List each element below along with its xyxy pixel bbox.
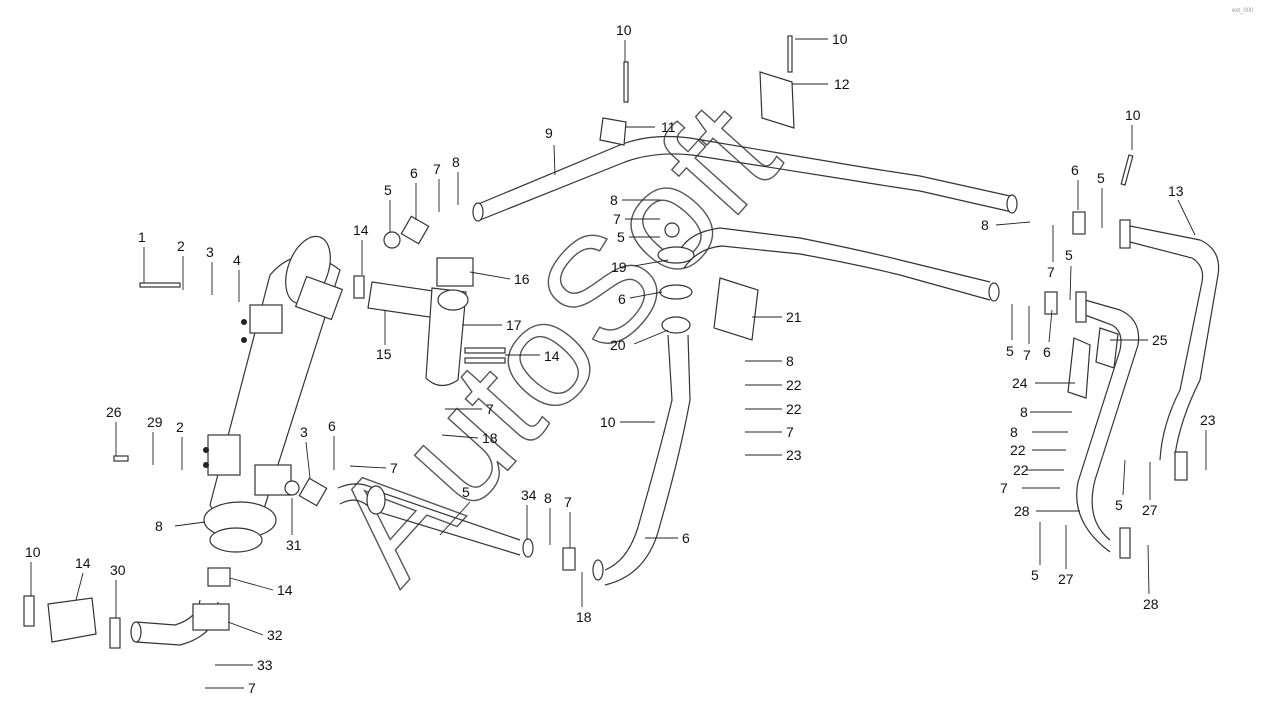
callout-71: 32 bbox=[267, 627, 283, 643]
callout-46: 8 bbox=[1010, 424, 1018, 440]
callout-20: 2 bbox=[177, 238, 185, 254]
callout-52: 27 bbox=[1142, 502, 1158, 518]
callout-18: 14 bbox=[353, 222, 369, 238]
callout-66: 6 bbox=[682, 530, 690, 546]
callout-61: 31 bbox=[286, 537, 302, 553]
callout-29: 14 bbox=[544, 348, 560, 364]
callout-12: 8 bbox=[610, 192, 618, 208]
callout-51: 5 bbox=[1115, 497, 1123, 513]
brackets bbox=[353, 71, 1119, 399]
callout-49: 7 bbox=[1000, 480, 1008, 496]
pipe-13 bbox=[1119, 219, 1220, 481]
callout-43: 8 bbox=[1020, 404, 1028, 420]
callout-53: 28 bbox=[1014, 503, 1030, 519]
callout-63: 34 bbox=[521, 487, 537, 503]
callout-54: 26 bbox=[106, 404, 122, 420]
pipe-15 bbox=[367, 257, 474, 387]
callout-75: 5 bbox=[1031, 567, 1039, 583]
callout-45: 24 bbox=[1012, 375, 1028, 391]
callout-72: 33 bbox=[257, 657, 273, 673]
callout-30: 20 bbox=[610, 337, 626, 353]
callout-57: 3 bbox=[300, 424, 308, 440]
heat-exchanger bbox=[203, 235, 344, 553]
callout-62: 5 bbox=[462, 484, 470, 500]
callout-33: 22 bbox=[786, 377, 802, 393]
callout-28: 15 bbox=[376, 346, 392, 362]
callout-8: 5 bbox=[1097, 170, 1105, 186]
callout-14: 5 bbox=[617, 229, 625, 245]
flanges bbox=[284, 211, 1086, 571]
pipe-middle bbox=[679, 227, 1000, 302]
callout-9: 8 bbox=[981, 217, 989, 233]
callout-73: 7 bbox=[248, 680, 256, 696]
callout-7: 6 bbox=[1071, 162, 1079, 178]
callout-11: 5 bbox=[1065, 247, 1073, 263]
callout-26: 8 bbox=[452, 154, 460, 170]
callout-47: 22 bbox=[1010, 442, 1026, 458]
callouts: 10 10 12 11 9 10 13 6 5 8 7 5 8 7 5 19 6… bbox=[25, 22, 1216, 696]
callout-4: 9 bbox=[545, 125, 553, 141]
callout-31: 21 bbox=[786, 309, 802, 325]
callout-48: 22 bbox=[1013, 462, 1029, 478]
callout-23: 5 bbox=[384, 182, 392, 198]
pipe-9 bbox=[472, 135, 1018, 222]
callout-16: 6 bbox=[618, 291, 626, 307]
callout-60: 8 bbox=[155, 518, 163, 534]
elbow-34 bbox=[337, 483, 534, 558]
callout-13: 7 bbox=[613, 211, 621, 227]
callout-22: 4 bbox=[233, 252, 241, 268]
callout-25: 7 bbox=[433, 161, 441, 177]
callout-6: 13 bbox=[1168, 183, 1184, 199]
callout-67: 10 bbox=[25, 544, 41, 560]
callout-59: 7 bbox=[390, 460, 398, 476]
callout-24: 6 bbox=[410, 165, 418, 181]
callout-10: 7 bbox=[1047, 264, 1055, 280]
callout-37: 7 bbox=[486, 401, 494, 417]
callout-68: 14 bbox=[75, 555, 91, 571]
callout-41: 5 bbox=[1006, 343, 1014, 359]
callout-65: 7 bbox=[564, 494, 572, 510]
callout-21: 3 bbox=[206, 244, 214, 260]
callout-44: 25 bbox=[1152, 332, 1168, 348]
callout-34: 22 bbox=[786, 401, 802, 417]
callout-69: 30 bbox=[110, 562, 126, 578]
drawing-code: ext_000 bbox=[1232, 8, 1254, 14]
elbow-33 bbox=[130, 599, 230, 646]
callout-39: 10 bbox=[600, 414, 616, 430]
callout-0: 10 bbox=[616, 22, 632, 38]
callout-38: 18 bbox=[482, 430, 498, 446]
studs bbox=[113, 35, 1134, 462]
callout-15: 19 bbox=[611, 259, 627, 275]
callout-32: 8 bbox=[786, 353, 794, 369]
callout-19: 1 bbox=[138, 229, 146, 245]
muffler-30 bbox=[23, 595, 121, 649]
callout-74: 18 bbox=[576, 609, 592, 625]
pipe-26 bbox=[1075, 291, 1140, 559]
callout-1: 10 bbox=[832, 31, 848, 47]
callout-36: 23 bbox=[786, 447, 802, 463]
callout-40: 6 bbox=[1043, 344, 1051, 360]
callout-76: 27 bbox=[1058, 571, 1074, 587]
callout-56: 2 bbox=[176, 419, 184, 435]
pipe-vertical-20 bbox=[592, 334, 691, 586]
callout-77: 28 bbox=[1143, 596, 1159, 612]
callout-64: 8 bbox=[544, 490, 552, 506]
callout-70: 14 bbox=[277, 582, 293, 598]
gasket-32 bbox=[207, 567, 231, 587]
callout-27: 17 bbox=[506, 317, 522, 333]
callout-58: 6 bbox=[328, 418, 336, 434]
callout-17: 16 bbox=[514, 271, 530, 287]
callout-42: 7 bbox=[1023, 347, 1031, 363]
callout-3: 11 bbox=[661, 119, 676, 135]
callout-2: 12 bbox=[834, 76, 850, 92]
callout-50: 23 bbox=[1200, 412, 1216, 428]
callout-55: 29 bbox=[147, 414, 163, 430]
callout-5: 10 bbox=[1125, 107, 1141, 123]
callout-35: 7 bbox=[786, 424, 794, 440]
